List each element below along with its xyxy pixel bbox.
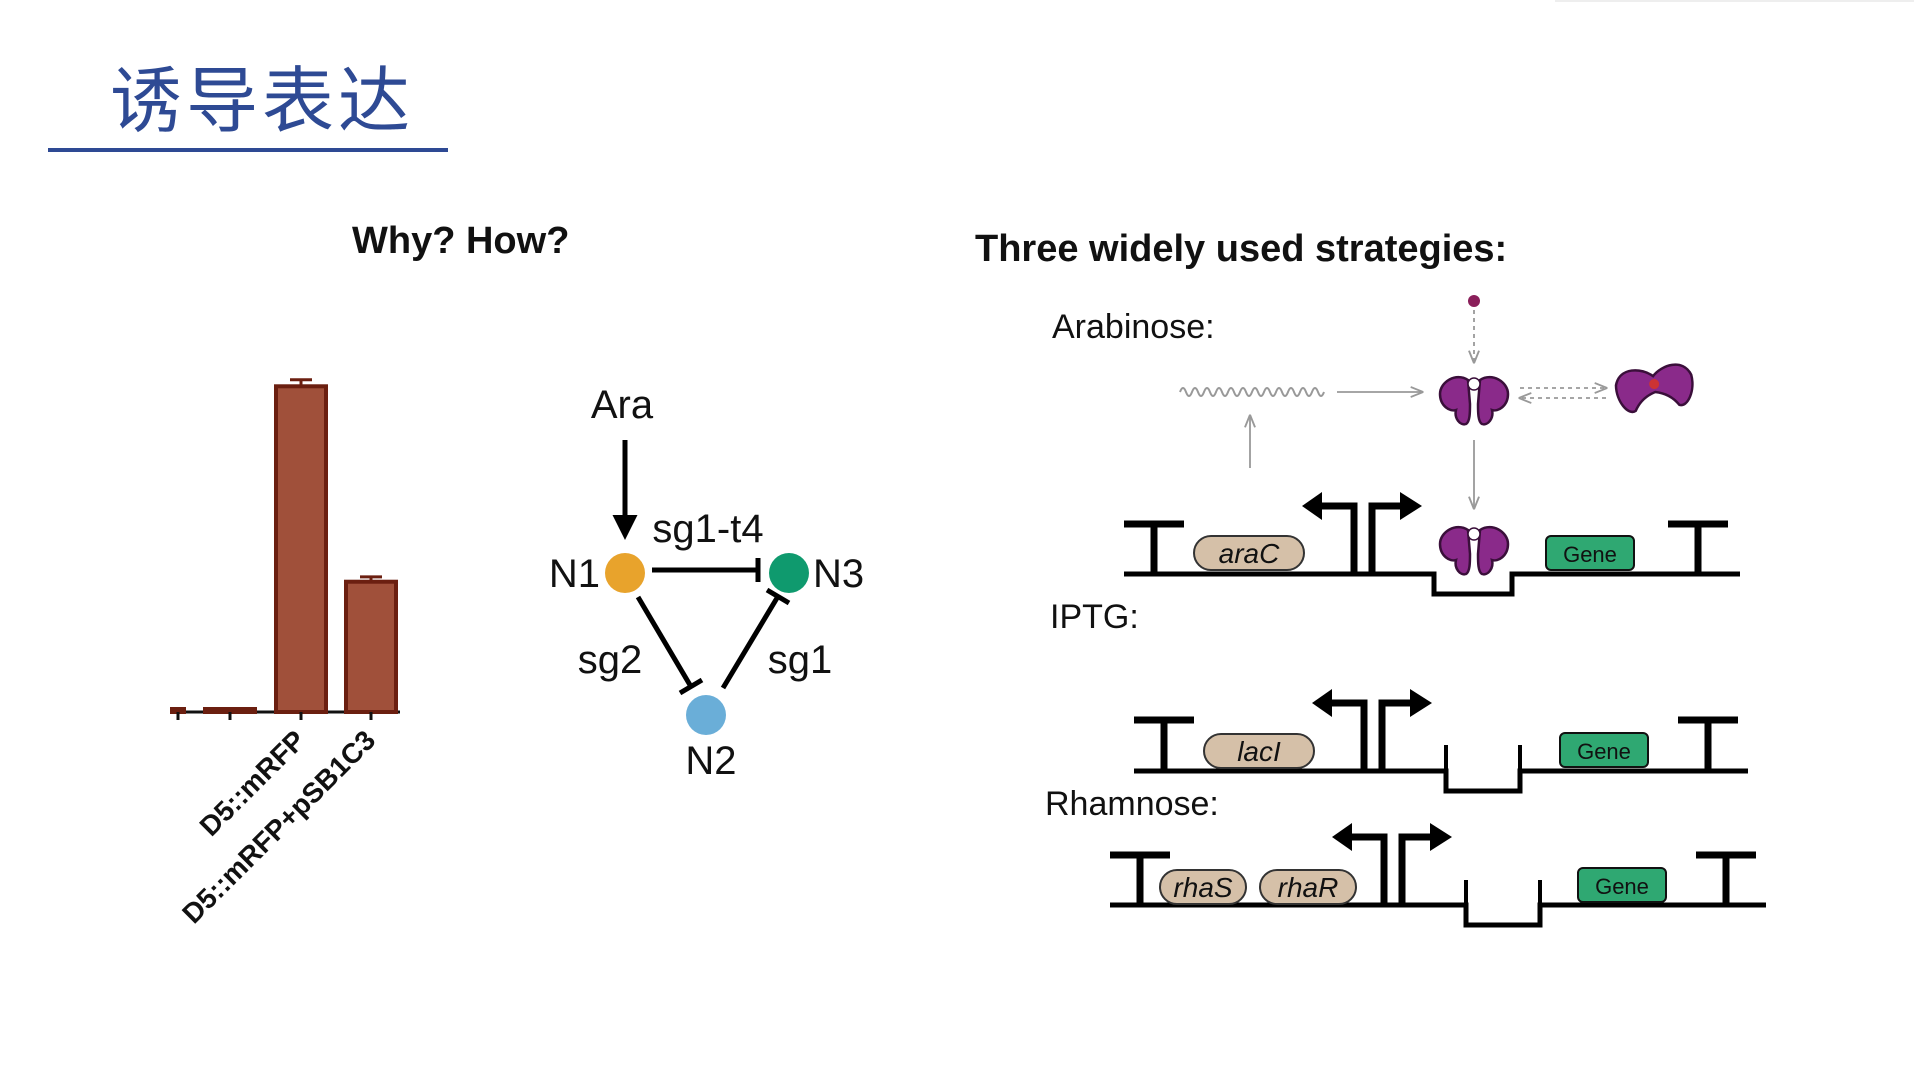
gene-box-arabinose: Gene (1545, 535, 1635, 571)
terminator-right-rhamnose (1696, 851, 1756, 905)
right-heading: Three widely used strategies: (975, 228, 1508, 270)
error-bar-3 (360, 575, 382, 582)
svg-text:araC: araC (1219, 538, 1280, 569)
svg-text:Gene: Gene (1563, 542, 1617, 567)
terminator-left-arabinose (1124, 520, 1184, 574)
svg-text:lacI: lacI (1237, 736, 1281, 767)
node-n2 (686, 695, 726, 735)
dna-backbone-rhamnose (1110, 902, 1766, 928)
strategy-label-arabinose: Arabinose: (1052, 308, 1215, 346)
operator-gap-iptg (1444, 745, 1522, 771)
bar-0 (170, 707, 186, 714)
mrna-squiggle (1179, 387, 1325, 397)
gene-pill-rhas: rhaS (1159, 869, 1247, 905)
terminator-left-iptg (1134, 716, 1194, 771)
dna-backbone-arabinose (1124, 571, 1740, 597)
page-title: 诱导表达 (110, 59, 415, 143)
node-label-n1: N1 (549, 552, 600, 596)
edge-label-sg2: sg2 (578, 638, 643, 682)
input-label-ara: Ara (591, 383, 654, 427)
arac-protein-bound (1438, 375, 1510, 426)
edge-label-sg1-t4: sg1-t4 (652, 507, 763, 551)
gene-box-iptg: Gene (1559, 732, 1649, 768)
title-underline (48, 148, 448, 152)
bidirectional-promoter-rhamnose (1332, 823, 1452, 905)
bar-1 (203, 707, 257, 714)
gene-pill-laci: lacI (1203, 733, 1315, 769)
iptg-construct: IPTG: lacI Gene (1050, 598, 1748, 794)
terminator-left-rhamnose (1110, 851, 1170, 905)
gene-pill-rhar: rhaR (1259, 869, 1357, 905)
edge-label-sg1: sg1 (768, 638, 833, 682)
edge-n2-n3-bar (765, 587, 791, 606)
terminator-right-arabinose (1668, 520, 1728, 574)
arabinose-construct: Arabinose: (1052, 295, 1740, 597)
dna-backbone-iptg (1134, 768, 1748, 794)
error-bar-2 (290, 378, 312, 387)
top-edge-line (1555, 0, 1914, 2)
edge-n2-n3 (720, 596, 780, 690)
operator-gap-rhamnose (1464, 880, 1542, 905)
node-n3 (769, 553, 809, 593)
node-label-n2: N2 (685, 739, 736, 783)
network-diagram: Ara sg1-t4 sg2 sg1 N1 N2 N3 (549, 383, 864, 783)
bar-3 (344, 579, 398, 715)
bidirectional-promoter-iptg (1312, 689, 1432, 771)
gene-box-rhamnose: Gene (1577, 867, 1667, 903)
svg-text:rhaR: rhaR (1278, 872, 1339, 903)
bar-2 (274, 384, 328, 714)
node-n1 (605, 553, 645, 593)
edge-n1-n2-bar (678, 677, 704, 696)
left-heading: Why? How? (352, 220, 570, 262)
svg-text:rhaS: rhaS (1173, 872, 1232, 903)
arac-protein-free (1614, 363, 1694, 414)
arac-protein-on-dna (1438, 525, 1510, 576)
svg-text:Gene: Gene (1595, 874, 1649, 899)
edge-n1-n2 (635, 595, 693, 687)
strategy-label-rhamnose: Rhamnose: (1045, 785, 1219, 823)
terminator-right-iptg (1678, 716, 1738, 771)
inducer-molecule (1468, 295, 1480, 307)
svg-text:Gene: Gene (1577, 739, 1631, 764)
strategy-label-iptg: IPTG: (1050, 598, 1139, 636)
node-label-n3: N3 (813, 552, 864, 596)
bidirectional-promoter-arabinose (1302, 492, 1422, 574)
rhamnose-construct: Rhamnose: rhaS rhaR Gene (1045, 785, 1766, 928)
gene-pill-arac: araC (1193, 535, 1305, 571)
